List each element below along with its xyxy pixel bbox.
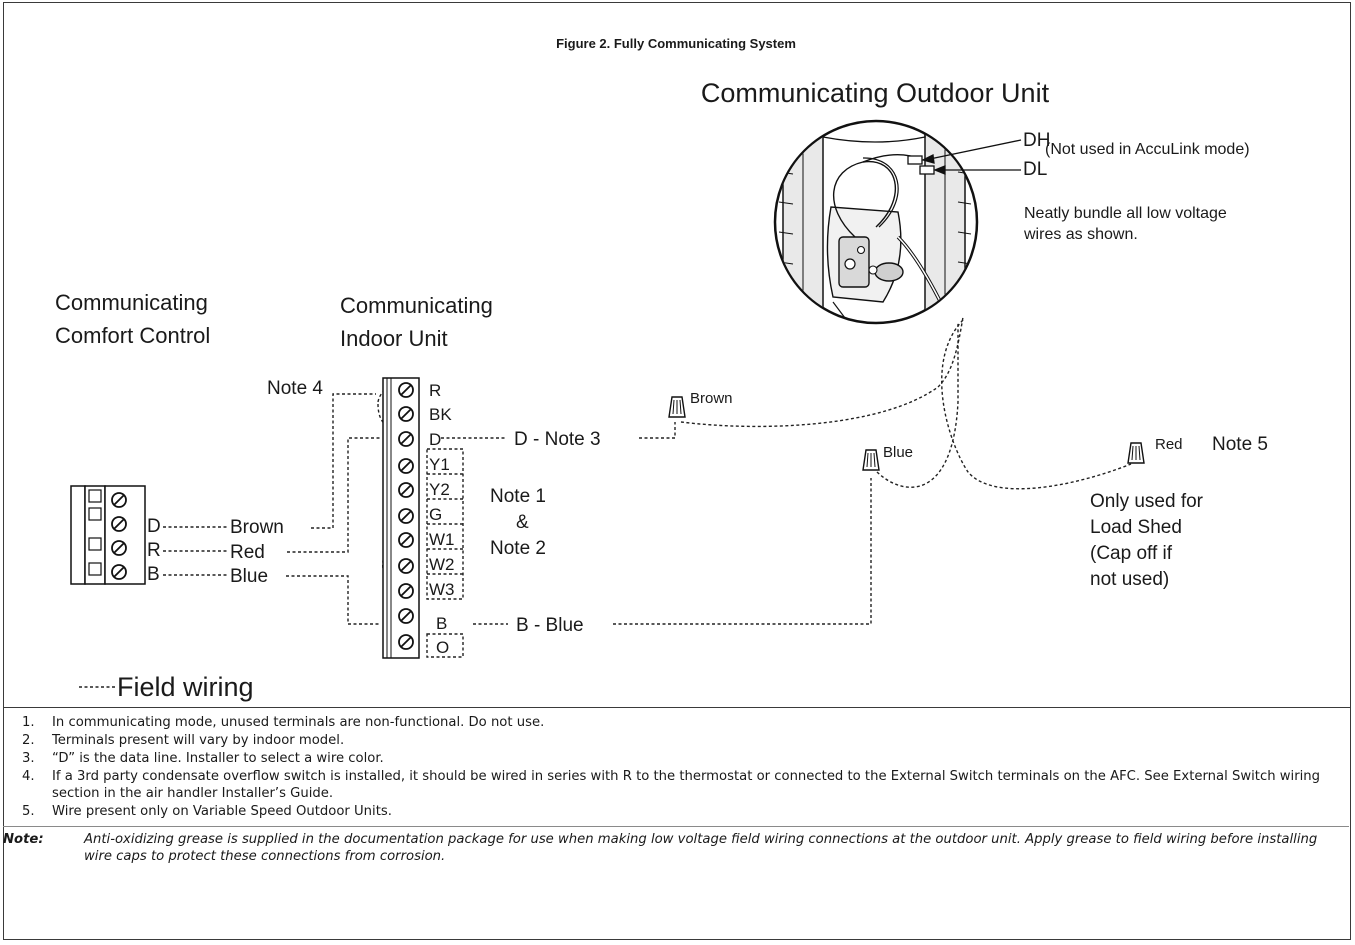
field-wiring [79,316,1132,688]
figure-frame [3,2,1351,940]
wire-label-red: Red [230,542,265,563]
note-number: 4. [22,769,35,784]
iu-terminal-w3: W3 [429,580,455,599]
outdoor-unit-title: Communicating Outdoor Unit [701,78,1050,108]
load-shed-line2: Load Shed [1090,517,1182,538]
iu-terminal-y1: Y1 [429,455,450,474]
comfort-control-title-2: Comfort Control [55,323,210,348]
note-text: In communicating mode, unused terminals … [52,715,545,730]
iu-terminal-g: G [429,505,442,524]
indoor-unit-title-1: Communicating [340,293,493,318]
b-blue-label: B - Blue [516,615,584,636]
wiring-diagram: Figure 2. Fully Communicating System Com… [3,2,1351,707]
note-item: 4. If a 3rd party condensate overflow swi… [22,768,1332,802]
notes-section: 1. In communicating mode, unused terminal… [3,714,1349,865]
wire-label-blue: Blue [230,566,268,587]
iu-terminal-b: B [436,614,447,633]
note2-label: Note 2 [490,538,546,559]
cap-label-red: Red [1155,436,1183,453]
note-text: Wire present only on Variable Speed Outd… [52,804,392,819]
note-number: 1. [22,715,35,730]
d-note3-label: D - Note 3 [514,429,601,450]
note5-label: Note 5 [1212,434,1268,455]
note-text: If a 3rd party condensate overflow switc… [52,769,1321,801]
note-ampersand: & [516,512,529,533]
iu-terminal-w2: W2 [429,555,455,574]
note-item: 2. Terminals present will vary by indoor … [22,732,1332,749]
cc-terminal-d: D [147,516,161,537]
numbered-notes: 1. In communicating mode, unused terminal… [22,714,1332,820]
note-number: 2. [22,733,35,748]
cc-terminal-r: R [147,540,161,561]
wire-label-brown: Brown [230,517,284,538]
indoor-terminal-strip [382,377,420,659]
iu-terminal-w1: W1 [429,530,455,549]
note4-label: Note 4 [267,378,323,399]
dl-label: DL [1023,159,1047,180]
cap-label-brown: Brown [690,390,733,407]
legend-field-wiring: Field wiring [117,672,254,702]
note-number: 3. [22,751,35,766]
figure-title: Figure 2. Fully Communicating System [556,36,796,51]
bundle-note-line2: wires as shown. [1023,226,1138,243]
note-text: Terminals present will vary by indoor mo… [52,733,345,748]
note-number: 5. [22,804,35,819]
comfort-control-title-1: Communicating [55,290,208,315]
load-shed-line3: (Cap off if [1090,543,1173,564]
note1-label: Note 1 [490,486,546,507]
dh-label: DH [1023,130,1050,151]
iu-terminal-o: O [436,638,449,657]
figure-divider [3,707,1351,708]
iu-terminal-d: D [429,430,441,449]
wire-cap-blue [862,449,880,471]
iu-terminal-r: R [429,381,441,400]
iu-terminal-bk: BK [429,405,452,424]
grease-note-label: Note: [3,832,44,847]
note-item: 5. Wire present only on Variable Speed Ou… [22,803,1332,820]
comfort-control-terminal-block [70,485,146,585]
cc-terminal-b: B [147,564,160,585]
notes-rule [3,826,1349,827]
iu-terminal-y2: Y2 [429,480,450,499]
note-item: 3. “D” is the data line. Installer to sel… [22,750,1332,767]
indoor-unit-title-2: Indoor Unit [340,326,448,351]
note-text: “D” is the data line. Installer to selec… [52,751,384,766]
dh-note: (Not used in AccuLink mode) [1045,141,1250,158]
dh-dl-pointers [921,139,1022,175]
load-shed-line4: not used) [1090,569,1169,590]
load-shed-line1: Only used for [1090,491,1204,512]
outdoor-unit-illustration [773,119,979,325]
note-item: 1. In communicating mode, unused terminal… [22,714,1332,731]
cap-label-blue: Blue [883,444,913,461]
wire-cap-red [1127,442,1145,464]
grease-note-text: Anti-oxidizing grease is supplied in the… [84,832,1318,864]
bundle-note-line1: Neatly bundle all low voltage [1024,205,1227,222]
grease-note: Note: Anti-oxidizing grease is supplied … [3,831,1332,865]
wire-cap-brown [668,396,686,418]
